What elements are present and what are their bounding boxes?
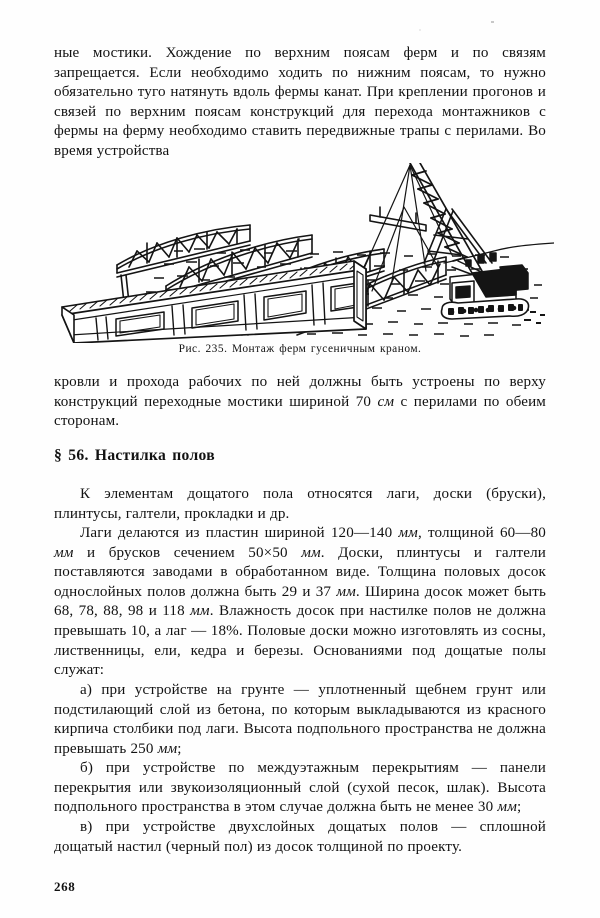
unit-italic: мм xyxy=(398,525,418,541)
wall-window xyxy=(263,290,307,321)
text-run: б) при устройстве по междуэтажным перекр… xyxy=(54,760,546,816)
crawler-crane xyxy=(409,163,545,324)
paragraph-text: ные мостики. Хождение по верхним поясам … xyxy=(54,45,546,159)
text-run: . Влажность досок при настилке полов не … xyxy=(54,603,547,679)
paragraph-joist-specs: Лаги делаются из пластин шириной 120—140… xyxy=(54,524,546,681)
figure-235-illustration xyxy=(54,163,554,343)
building-wall xyxy=(61,260,367,343)
unit-italic: мм xyxy=(336,583,356,600)
unit-italic: мм xyxy=(301,544,321,561)
text-run: ; xyxy=(177,740,182,757)
figure-caption: Рис. 235. Монтаж ферм гусеничным краном. xyxy=(54,343,546,355)
text-run: Лаги делаются из пластин шириной 120—140 xyxy=(80,525,399,541)
lifting-spreader xyxy=(369,206,427,232)
paragraph-text: кровли и прохода рабочих по ней должны б… xyxy=(54,373,546,432)
text-run: а) при устройстве на грунте — уплотненны… xyxy=(54,682,546,757)
paragraph-text: Лаги делаются из пластин шириной 120—140… xyxy=(54,524,546,681)
text-run: кровли и прохода рабочих по ней должны б… xyxy=(54,374,546,410)
crane-mast xyxy=(423,208,493,266)
paragraph-text: К элементам дощатого пола относятся лаги… xyxy=(54,486,546,522)
unit-italic: см xyxy=(377,393,395,410)
unit-italic: мм xyxy=(190,603,210,620)
unit-italic: мм xyxy=(497,799,517,816)
text-run: . Доски, плинтусы и галтели поставляются… xyxy=(54,544,547,600)
text-run: . Ширина досок может быть 68, 78, 88, 98… xyxy=(54,583,547,620)
paragraph-floor-elements: К элементам дощатого пола относятся лаги… xyxy=(54,485,546,524)
crane-cab xyxy=(451,280,475,308)
paragraph-text: а) при устройстве на грунте — уплотненны… xyxy=(54,681,546,759)
text-run: ; xyxy=(516,799,522,816)
paragraph-text: б) при устройстве по междуэтажным перекр… xyxy=(54,759,546,818)
paragraph-text: в) при устройстве двухслойных дощатых по… xyxy=(54,819,546,855)
roof-truss xyxy=(116,224,251,304)
unit-italic: мм xyxy=(54,544,74,561)
scan-speck xyxy=(419,29,421,31)
truss-erection-drawing xyxy=(61,163,554,343)
list-item-v: в) при устройстве двухслойных дощатых по… xyxy=(54,818,546,857)
ground-shadow xyxy=(524,311,545,324)
crawler-track xyxy=(440,298,530,320)
list-item-a: а) при устройстве на грунте — уплотненны… xyxy=(54,681,546,759)
page-number: 268 xyxy=(54,879,76,894)
wall-window xyxy=(191,300,239,329)
section-heading: § 56. Настилка полов xyxy=(54,447,546,465)
coping-hatch xyxy=(69,262,358,312)
text-run: с перилами по обеим сторонам. xyxy=(54,393,546,430)
paragraph-after-figure: кровли и прохода рабочих по ней должны б… xyxy=(54,373,546,432)
section-heading-text: § 56. Настилка полов xyxy=(54,447,215,464)
text-run: , толщиной 60—80 xyxy=(417,525,546,541)
figure-caption-text: Рис. 235. Монтаж ферм гусеничным краном. xyxy=(178,343,422,355)
unit-italic: мм xyxy=(157,740,178,757)
scan-speck xyxy=(491,21,494,23)
wall-window xyxy=(115,311,165,337)
paragraph-continuation: ные мостики. Хождение по верхним поясам … xyxy=(54,44,546,162)
text-run: и брусков сечением 50×50 xyxy=(73,544,302,561)
list-item-b: б) при устройстве по междуэтажным перекр… xyxy=(54,759,546,818)
